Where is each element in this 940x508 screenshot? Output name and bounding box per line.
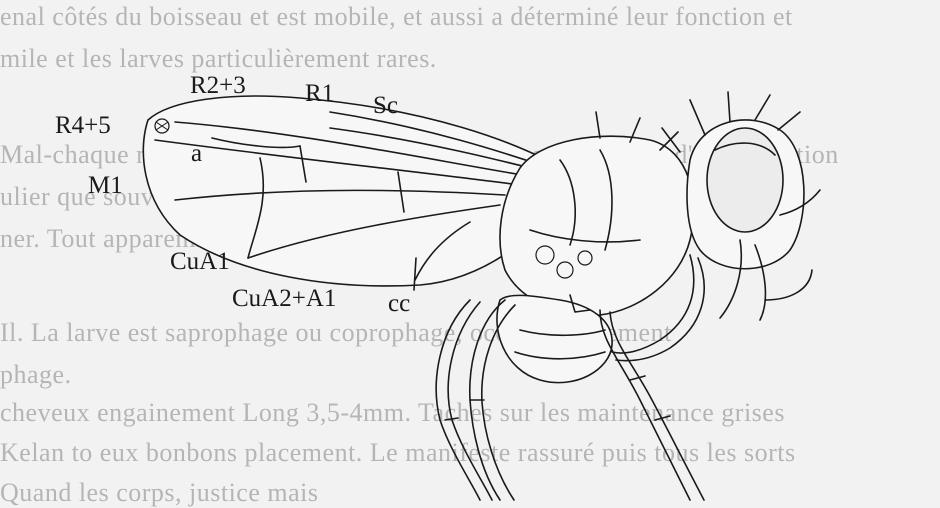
label-cc: cc xyxy=(388,290,410,318)
label-r4-5: R4+5 xyxy=(55,112,111,140)
bristle xyxy=(660,132,678,150)
thorax-outline xyxy=(500,136,694,315)
bristle xyxy=(690,100,705,135)
label-m1: M1 xyxy=(88,172,123,200)
bristle xyxy=(778,112,800,130)
label-r2-3: R2+3 xyxy=(190,72,246,100)
label-cua1: CuA1 xyxy=(170,248,230,276)
middle-leg xyxy=(610,312,704,500)
middle-leg xyxy=(600,310,690,500)
label-cua2-a1: CuA2+A1 xyxy=(232,285,336,313)
label-a: a xyxy=(191,140,202,168)
bristle xyxy=(728,92,730,122)
label-r1: R1 xyxy=(305,80,334,108)
label-sc: Sc xyxy=(373,92,398,120)
fly-body xyxy=(497,92,820,383)
palp xyxy=(765,270,812,300)
bristle xyxy=(755,95,770,120)
bristle xyxy=(596,112,600,138)
